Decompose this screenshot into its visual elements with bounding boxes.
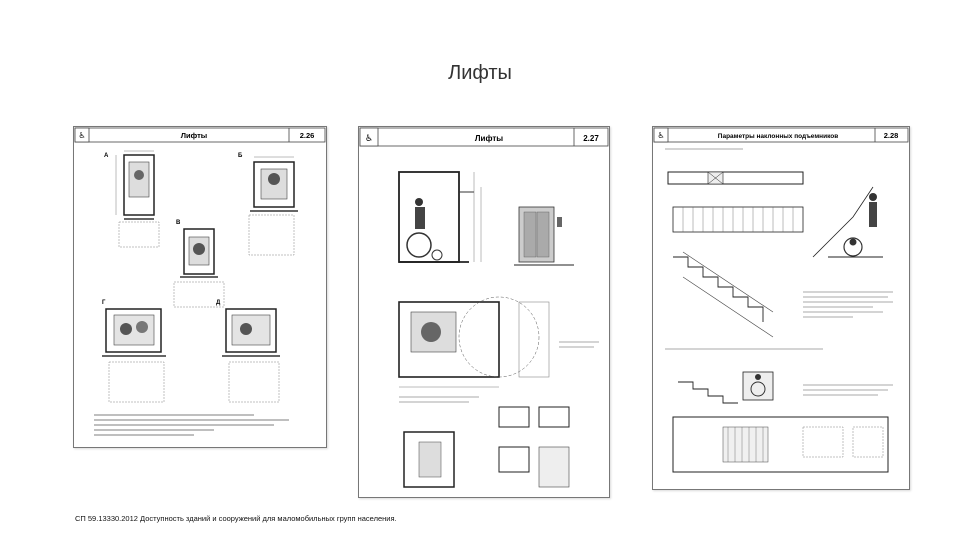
lift-section-drawing: ♿ Лифты 2.27	[359, 127, 609, 488]
label-d: Д	[216, 300, 221, 306]
lift-plans-drawing: ♿ Лифты 2.26 А Б В Г	[74, 127, 326, 436]
slide-title: Лифты	[448, 62, 512, 84]
label-b: Б	[238, 153, 243, 159]
sheet-number: 2.28	[884, 131, 899, 140]
source-caption: СП 59.13330.2012 Доступность зданий и со…	[75, 514, 397, 523]
label-a: А	[104, 153, 109, 159]
sheet-title: Лифты	[475, 134, 503, 143]
sheet-number: 2.26	[300, 131, 315, 140]
sheet-number: 2.27	[583, 134, 599, 143]
wheelchair-icon: ♿	[657, 131, 664, 140]
inclined-lift-drawing: ♿ Параметры наклонных подъемников 2.28	[653, 127, 909, 473]
wheelchair-icon: ♿	[78, 131, 85, 140]
wheelchair-icon: ♿	[365, 133, 373, 143]
sheet-title: Лифты	[181, 131, 207, 140]
label-g: Г	[102, 300, 106, 306]
label-v: В	[176, 220, 181, 226]
drawing-sheet-2-28: ♿ Параметры наклонных подъемников 2.28	[652, 126, 910, 490]
drawing-sheet-2-27: ♿ Лифты 2.27	[358, 126, 610, 498]
sheet-title: Параметры наклонных подъемников	[718, 133, 838, 140]
drawing-sheet-2-26: ♿ Лифты 2.26 А Б В Г	[73, 126, 327, 448]
